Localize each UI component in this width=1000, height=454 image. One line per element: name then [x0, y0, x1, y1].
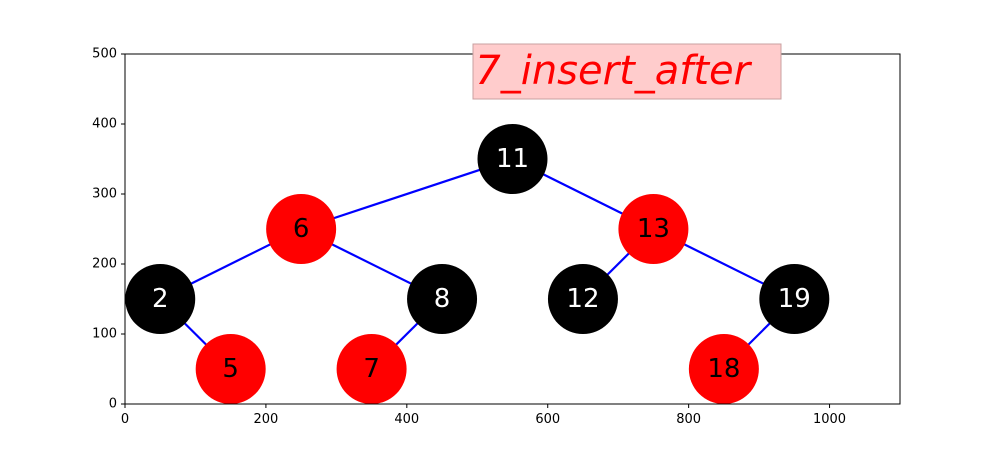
node-label: 19 [778, 284, 811, 314]
red-node-circle [688, 334, 759, 404]
y-tick-label: 0 [109, 397, 117, 412]
tree-node-11: 11 [477, 124, 548, 194]
x-tick-label: 0 [121, 412, 129, 427]
y-tick-label: 200 [92, 257, 117, 272]
black-node-circle [407, 264, 478, 334]
tree-node-5: 5 [195, 334, 266, 404]
y-tick-label: 300 [92, 187, 117, 202]
y-tick-label: 500 [92, 47, 117, 62]
tree-node-2: 2 [125, 264, 196, 334]
node-label: 6 [293, 214, 310, 244]
nodes-layer: 11 6 13 2 8 12 19 5 7 18 [125, 124, 830, 404]
black-node-circle [547, 264, 618, 334]
node-label: 12 [566, 284, 599, 314]
x-tick-label: 200 [253, 412, 278, 427]
node-label: 2 [152, 284, 169, 314]
tree-node-19: 19 [759, 264, 830, 334]
red-node-circle [195, 334, 266, 404]
node-label: 13 [637, 214, 670, 244]
title-box [472, 43, 782, 100]
tree-node-7: 7 [336, 334, 407, 404]
tree-node-12: 12 [547, 264, 618, 334]
y-tick-label: 100 [92, 327, 117, 342]
x-tick-label: 600 [535, 412, 560, 427]
x-tick-label: 1000 [813, 412, 846, 427]
title-group: 7_insert_after [472, 43, 782, 100]
tree-node-13: 13 [618, 194, 689, 264]
y-tick-label: 400 [92, 117, 117, 132]
red-node-circle [618, 194, 689, 264]
black-node-circle [125, 264, 196, 334]
black-node-circle [477, 124, 548, 194]
x-tick-label: 800 [676, 412, 701, 427]
tree-node-18: 18 [688, 334, 759, 404]
y-axis: 0 100 200 300 400 500 [92, 47, 125, 412]
x-axis: 0 200 400 600 800 1000 [121, 404, 846, 427]
node-label: 7 [363, 354, 380, 384]
tree-node-8: 8 [407, 264, 478, 334]
chart-title: 7_insert_after [475, 48, 752, 94]
red-node-circle [266, 194, 337, 264]
node-label: 18 [707, 354, 740, 384]
x-tick-label: 400 [394, 412, 419, 427]
tree-edge-11-6 [300, 157, 513, 231]
black-node-circle [759, 264, 830, 334]
node-label: 5 [222, 354, 239, 384]
node-label: 8 [434, 284, 451, 314]
red-node-circle [336, 334, 407, 404]
node-label: 11 [496, 144, 529, 174]
tree-node-6: 6 [266, 194, 337, 264]
